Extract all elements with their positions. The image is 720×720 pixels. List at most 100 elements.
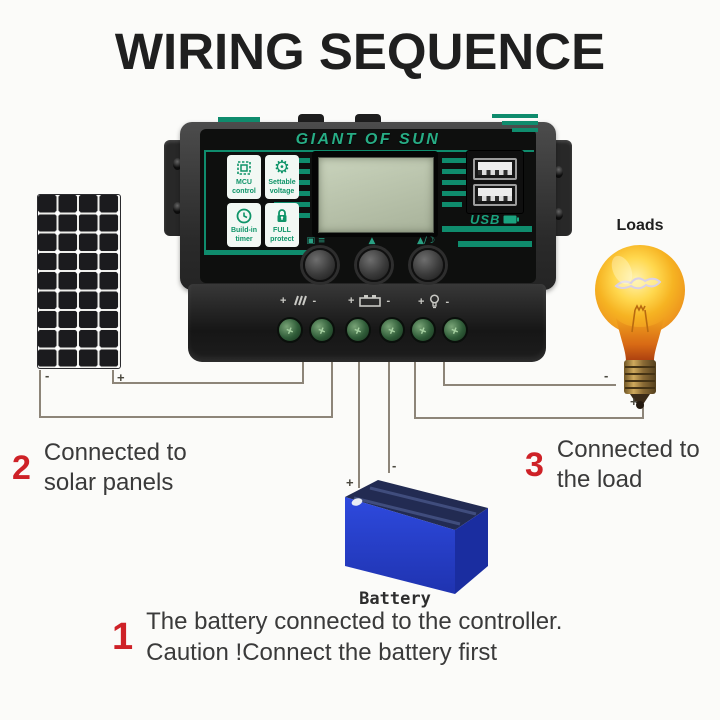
step-3: 3 Connected to the load [525,435,700,495]
button-label-mode: ▲/☽ [416,236,436,246]
step-2-line2: solar panels [43,469,174,496]
controller-top-tab [298,114,324,124]
deco-stripe [298,158,310,163]
badge-label: protect [270,235,294,243]
deco-stripe [502,121,538,125]
terminal-icons-load: + - [418,294,449,309]
battery-front-face [345,497,455,594]
badge-label: MCU [236,178,252,186]
terminal-icons-battery: + - [348,294,390,307]
lock-icon [273,207,291,226]
deco-stripe [204,250,314,255]
wire-load-minus [443,360,616,386]
plus-sign: + [280,294,287,307]
step-3-line1: Connected to [556,436,700,463]
bulb-stem [631,304,649,333]
usb-ports [466,150,524,214]
battery-top-sheen [353,486,477,526]
light-bulb [595,245,685,409]
loads-label: Loads [616,217,664,234]
bulb-contact [636,401,644,409]
bulb-tip [630,394,650,403]
screw-terminal-solar-minus: + [309,317,335,343]
badge-label: control [232,187,256,195]
battery-top-face [345,480,488,530]
screw-terminal-battery-minus: + [379,317,405,343]
screw-terminal-load-minus: + [442,317,468,343]
minus-sign: - [386,294,391,307]
battery-level-icon [503,215,520,224]
badge-label: Settable [268,178,296,186]
deco-stripe [442,226,532,232]
panel-plus-mark: + [117,370,125,385]
terminal-icons-solar: + - [280,294,316,307]
page-title: WIRING SEQUENCE [114,23,606,80]
brand-text: GIANT OF SUN [295,131,441,148]
step-1: 1 The battery connected to the controlle… [112,606,562,668]
usb-tongue [478,162,512,170]
controller-top-tab [355,114,381,124]
battery-plus-mark: + [346,475,354,490]
device-button-right [411,248,445,282]
device-button-middle [357,248,391,282]
usb-tongue [478,188,512,196]
deco-stripe [204,150,206,254]
badge-label: voltage [269,187,295,195]
deco-stripe [442,158,486,163]
device-button-left [303,248,337,282]
solar-panel-icon [294,295,308,306]
solar-panel [38,195,120,368]
lcd-screen [318,157,434,233]
deco-stripe [512,128,538,132]
wire-load-plus [414,360,644,419]
badge-settable-voltage: ⚙ Settable voltage [265,155,299,199]
usb-port-bottom [473,184,517,206]
load-plus-mark: + [630,394,638,409]
step-3-text: Connected to the load [557,435,700,495]
wire-panel-minus [39,360,333,418]
screw-terminal-solar-plus: + [277,317,303,343]
step-1-line1: The battery connected to the controller. [146,608,563,635]
screw-hole [173,158,182,170]
battery-label: Battery [359,589,431,609]
wire-panel-plus [112,360,304,384]
step-2-number: 2 [12,448,31,487]
load-minus-mark: - [604,368,609,383]
screw-terminal-battery-plus: + [345,317,371,343]
screw-hole [173,202,182,214]
badge-buildin-timer: Build-in timer [227,203,261,247]
bulb-highlight [611,255,633,285]
step-2-text: Connected to solar panels [44,438,187,498]
plus-sign: + [348,294,355,307]
bulb-screw-ridges [625,366,655,389]
bulb-glass [595,245,685,335]
minus-sign: - [312,294,317,307]
deco-stripe [442,169,480,174]
step-1-text: The battery connected to the controller.… [146,606,562,668]
badge-label: Build-in [230,226,258,234]
step-1-line2: Caution !Connect the battery first [146,639,497,666]
chip-icon [235,159,253,178]
usb-label: USB [470,212,501,227]
usb-pins [478,196,512,201]
usb-port-top [473,158,517,180]
battery-terminal-spot [351,498,363,506]
step-2-line1: Connected to [43,439,187,466]
battery-side-face [455,508,488,594]
step-3-number: 3 [525,445,544,484]
battery [345,480,488,594]
screw-terminal-load-plus: + [410,317,436,343]
minus-sign: - [445,295,450,308]
step-2: 2 Connected to solar panels [12,438,187,498]
button-label-up: ▲ [368,236,376,246]
bulb-neck [616,318,664,362]
badge-label: timer [235,235,253,243]
plus-sign: + [418,295,425,308]
battery-icon [359,295,382,307]
bulb-filament [614,277,662,290]
deco-stripe [442,180,474,185]
usb-label-row: USB [470,212,520,227]
panel-minus-mark: - [45,368,50,383]
button-label-menu: ▣ ≡ [306,236,326,246]
